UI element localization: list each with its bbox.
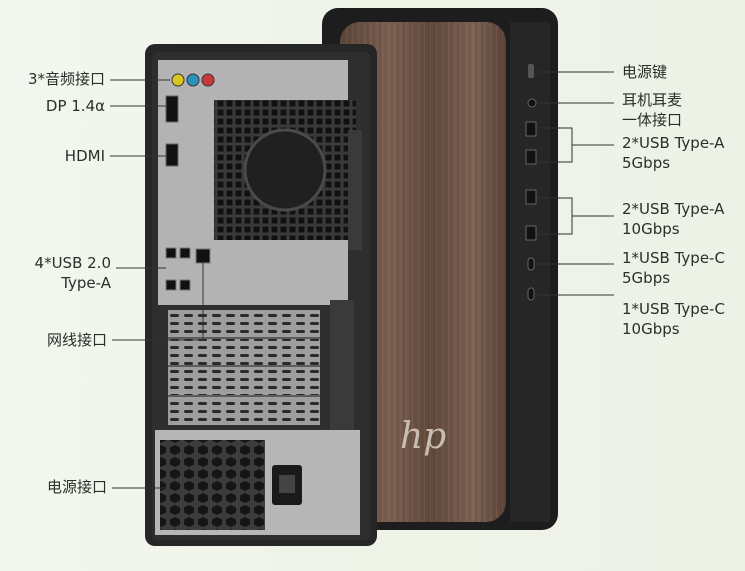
label-power-connector: 电源接口: [46, 478, 107, 496]
label-hdmi-port: HDMI: [64, 147, 105, 165]
left-callouts: [110, 79, 204, 489]
label-usb-c-10gbps: 1*USB Type-C 10Gbps: [622, 300, 725, 338]
headset-jack-shape: [527, 98, 537, 108]
label-usb-c-5gbps: 1*USB Type-C 5Gbps: [622, 249, 725, 287]
label-usb20-ports: 4*USB 2.0 Type-A: [34, 254, 111, 292]
label-dp-port: DP 1.4α: [45, 97, 105, 115]
front-tower: [322, 8, 558, 530]
label-headset-jack: 耳机耳麦 一体接口: [622, 91, 683, 129]
label-usb-a-10gbps: 2*USB Type-A 10Gbps: [622, 200, 725, 238]
label-audio-ports: 3*音频接口: [27, 70, 105, 88]
brand-logo: hp: [400, 416, 446, 457]
right-callouts: [536, 71, 614, 296]
label-usb-a-5gbps: 2*USB Type-A 5Gbps: [622, 134, 725, 172]
label-power-button: 电源键: [622, 63, 668, 81]
rear-chassis: [145, 44, 377, 546]
label-ethernet-port: 网线接口: [46, 331, 107, 349]
power-button-shape: [528, 64, 534, 78]
